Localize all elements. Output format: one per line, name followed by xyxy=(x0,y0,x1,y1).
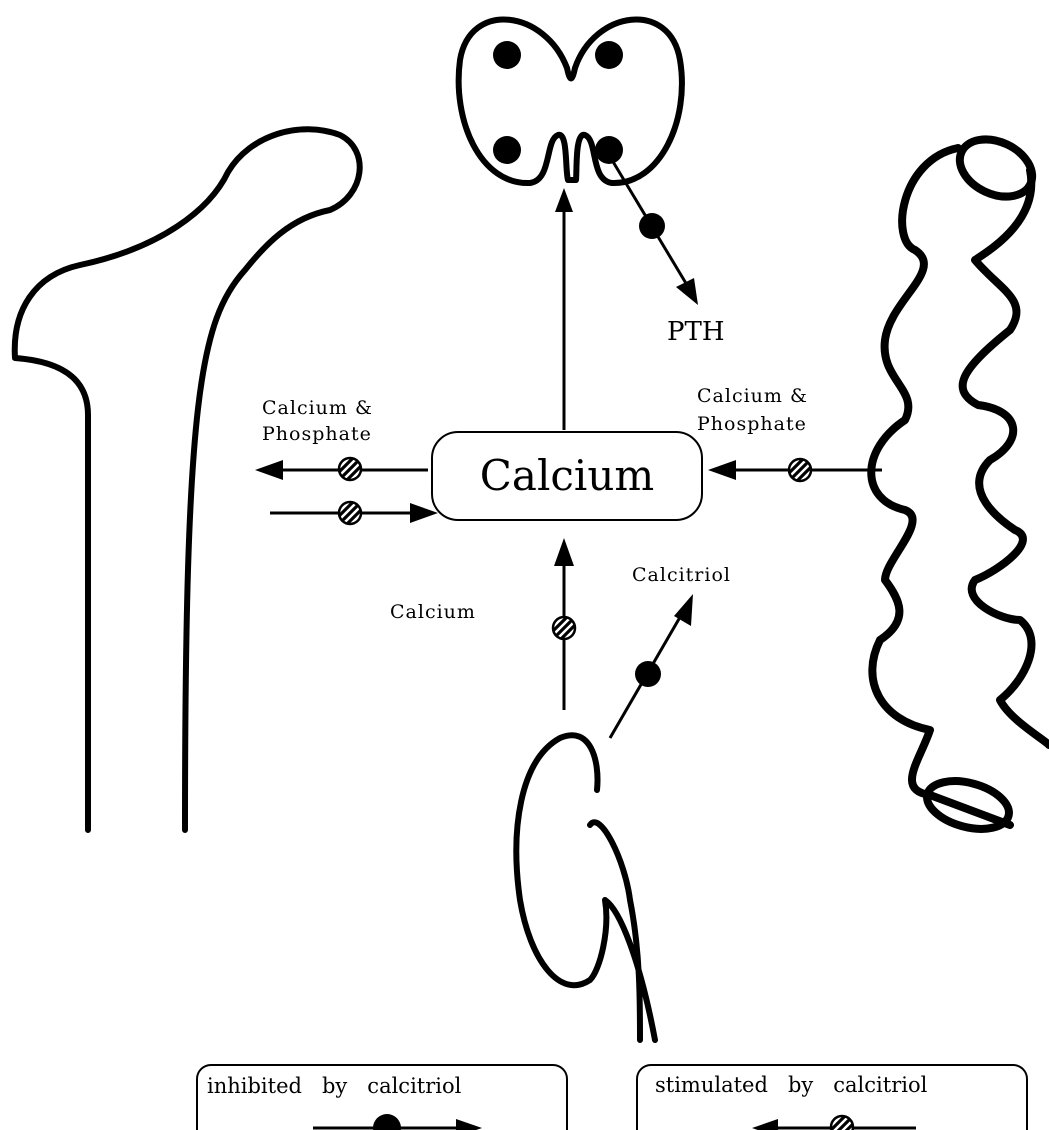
legend-stimulated-label: stimulated by calcitriol xyxy=(655,1073,928,1097)
calcitriol-label: Calcitriol xyxy=(632,564,731,586)
calcium-box: Calcium xyxy=(432,432,702,520)
renal-reabsorption-arrow xyxy=(550,538,578,710)
parathyroid-cell-dot xyxy=(595,136,623,164)
bone-flow-label-line1: Calcium & xyxy=(262,397,373,419)
bone xyxy=(15,129,360,830)
legend-inhibited-label: inhibited by calcitriol xyxy=(207,1074,462,1098)
stimulated-marker xyxy=(336,455,364,483)
calcium-to-parathyroid-arrow xyxy=(555,188,573,430)
intestine-flow-label-line1: Calcium & xyxy=(697,385,808,407)
kidney-calcium-label: Calcium xyxy=(390,601,476,623)
pth-secretion-arrow xyxy=(612,160,698,305)
legend-inhibited: inhibited by calcitriol xyxy=(197,1065,567,1130)
bone-release-arrow xyxy=(255,455,428,483)
inhibited-marker xyxy=(639,213,665,239)
pth-label: PTH xyxy=(667,317,725,347)
parathyroid-cell-dot xyxy=(493,136,521,164)
inhibited-marker xyxy=(635,661,661,687)
intestine xyxy=(871,128,1049,837)
calcitriol-production-arrow xyxy=(610,594,693,738)
parathyroid-cell-dot xyxy=(595,41,623,69)
stimulated-marker xyxy=(786,456,814,484)
intestine-flow-label-line2: Phosphate xyxy=(697,413,807,435)
calcium-title: Calcium xyxy=(480,451,654,500)
bone-uptake-arrow xyxy=(270,499,438,527)
parathyroid-gland xyxy=(459,19,682,183)
stimulated-marker xyxy=(336,499,364,527)
kidney xyxy=(516,735,655,1040)
legend-stimulated: stimulated by calcitriol xyxy=(637,1065,1027,1130)
parathyroid-cell-dot xyxy=(493,41,521,69)
stimulated-marker xyxy=(550,614,578,642)
bone-flow-label-line2: Phosphate xyxy=(262,423,372,445)
intestinal-absorption-arrow xyxy=(708,456,882,484)
